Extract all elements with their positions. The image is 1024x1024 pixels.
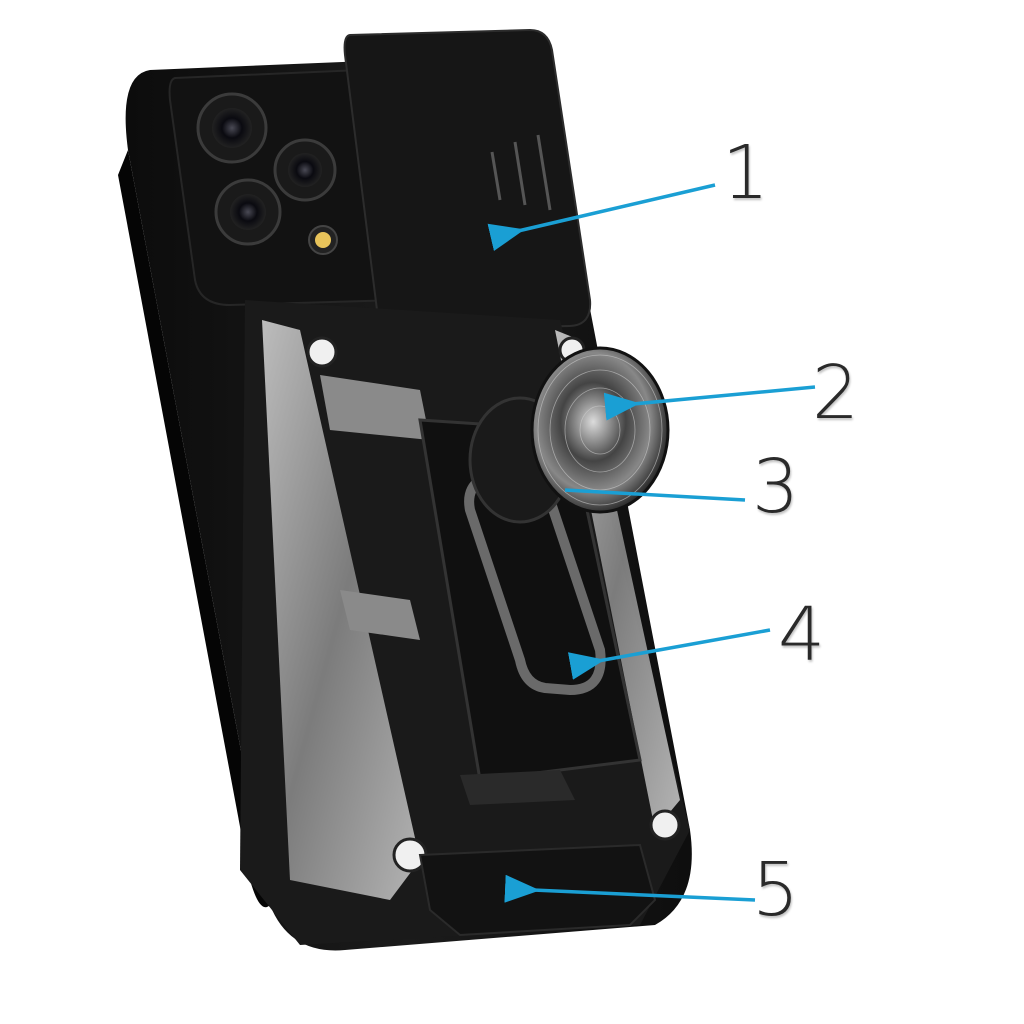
callout-label-1: 1 — [722, 130, 770, 216]
callout-arrows — [487, 183, 816, 903]
arrow-4 — [567, 628, 771, 680]
callout-label-4: 4 — [778, 592, 826, 678]
arrow-2 — [603, 385, 816, 421]
arrow-5 — [504, 874, 756, 903]
camera-module — [168, 68, 402, 307]
camera-slide-cover — [343, 28, 592, 332]
ring-holder — [464, 346, 670, 696]
magnetic-disc — [530, 346, 670, 514]
arrow-1 — [487, 183, 716, 252]
callout-label-3: 3 — [752, 444, 800, 530]
arrow-3 — [564, 488, 746, 502]
callout-label-2: 2 — [812, 350, 860, 436]
callout-label-5: 5 — [752, 847, 800, 933]
